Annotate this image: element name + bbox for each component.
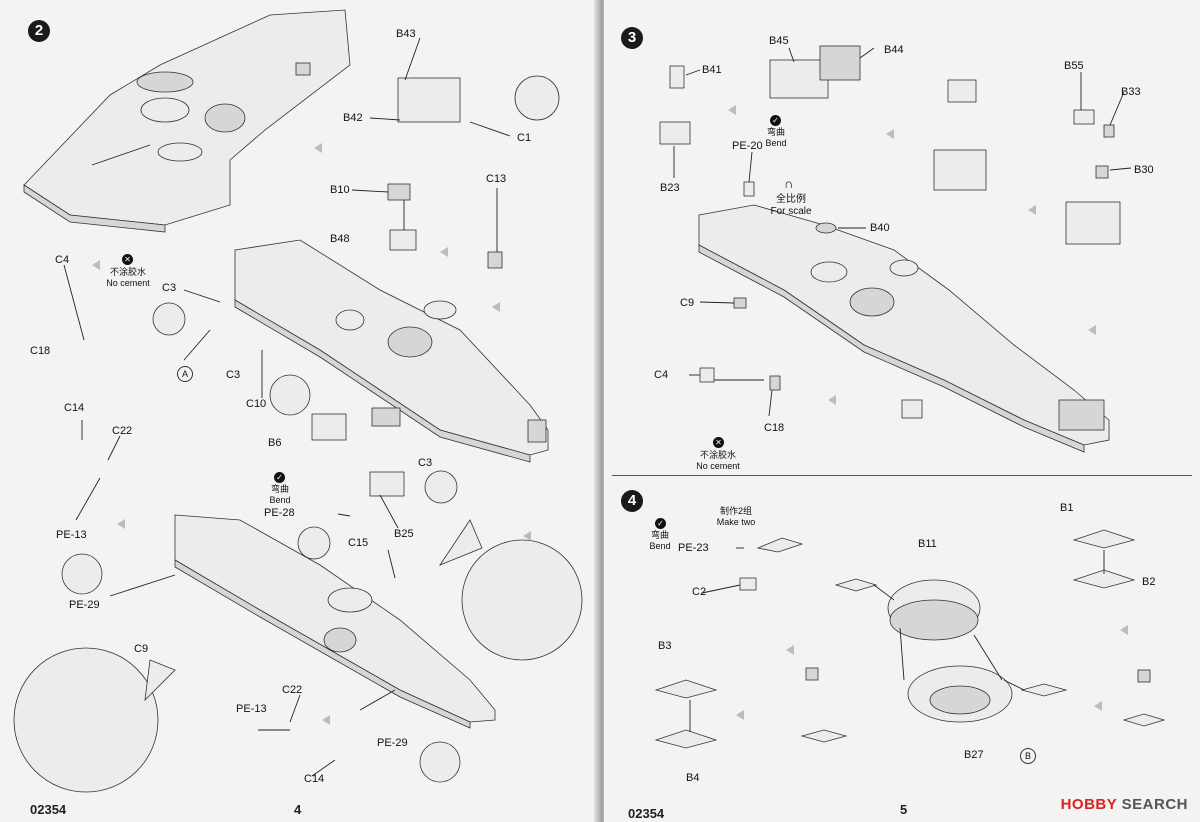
label-b6: B6 [268,437,282,449]
label-c14-2: C14 [304,773,325,785]
label-b42: B42 [343,112,363,124]
label-c2: C2 [692,586,707,598]
label-pe29-1: PE-29 [69,599,100,611]
label-pe20: PE-20 [732,140,763,152]
bend-note: 弯曲 Bend [262,484,298,506]
watermark-logo: HOBBY SEARCH [1061,796,1188,813]
label-pe23: PE-23 [678,542,709,554]
bend-en: Bend [765,138,787,148]
watermark-brand: HOBBY [1060,796,1117,813]
bend-cn: 弯曲 [766,127,785,137]
label-c13: C13 [486,173,507,185]
bend-en: Bend [269,495,291,505]
label-b1: B1 [1060,502,1074,514]
watermark-rest: SEARCH [1116,796,1188,813]
page-number: 4 [294,802,302,817]
label-b55: B55 [1064,60,1084,72]
label-pe13-2: PE-13 [236,703,267,715]
label-b3: B3 [658,640,672,652]
for-scale-en: For scale [770,206,812,217]
no-cement-icon: ✕ [713,437,724,448]
label-b40: B40 [870,222,890,234]
label-b33: B33 [1121,86,1141,98]
label-c4: C4 [55,254,70,266]
make-two-cn: 制作2组 [719,506,752,516]
no-cement-note: 不涂胶水 No cement [690,450,746,472]
label-b27: B27 [964,749,984,761]
label-c3-2: C3 [226,369,241,381]
bend-icon: ✓ [770,115,781,126]
label-c10: C10 [246,398,267,410]
label-c3-3: C3 [418,457,433,469]
for-scale-note: 全比例 For scale [760,194,822,218]
bend-note: 弯曲 Bend [760,127,792,149]
label-b41: B41 [702,64,722,76]
bend-icon-step4: ✓ [655,518,666,529]
bend-note-step4: 弯曲 Bend [644,530,676,552]
label-b48: B48 [330,233,350,245]
label-pe28: PE-28 [264,507,295,519]
for-scale-cn: 全比例 [776,194,806,205]
label-c1: C1 [517,132,532,144]
bend-cn-step4: 弯曲 [650,530,669,540]
bend-icon: ✓ [274,472,285,483]
label-c22-1: C22 [112,425,133,437]
step3-step4-drawing [654,45,1166,749]
no-cement-en: No cement [106,278,150,288]
step-number-4: 4 [621,490,643,512]
make-two-en: Make two [716,517,756,527]
label-c9: C9 [134,643,149,655]
label-c3-1: C3 [162,282,177,294]
bend-en-step4: Bend [649,541,671,551]
bend-cn: 弯曲 [270,484,289,494]
step-divider [612,475,1192,476]
step2-hull-drawing [13,9,583,793]
label-b11: B11 [918,538,937,550]
label-b44: B44 [884,44,904,56]
ref-b-marker: B [1020,748,1036,764]
no-cement-icon: ✕ [122,254,133,265]
label-b2: B2 [1142,576,1156,588]
label-c9: C9 [680,297,695,309]
label-c14-1: C14 [64,402,85,414]
label-c4: C4 [654,369,669,381]
ref-a-marker: A [177,366,193,382]
step-number: 2 [28,20,50,42]
page-left: 2 [0,0,598,822]
label-b23: B23 [660,182,680,194]
product-code: 02354 [30,802,67,817]
label-c15: C15 [348,537,369,549]
no-cement-cn: 不涂胶水 [109,267,146,277]
label-b43: B43 [396,28,416,40]
no-cement-note: 不涂胶水 No cement [100,267,156,289]
scale-glyph-icon: ∩ [784,176,794,191]
no-cement-en: No cement [696,461,740,471]
label-b25: B25 [394,528,414,540]
label-pe13-1: PE-13 [56,529,87,541]
label-b45: B45 [769,35,789,47]
product-code: 02354 [628,806,665,821]
page-number: 5 [900,802,908,817]
label-c18: C18 [764,422,785,434]
make-two-note: 制作2组 Make two [708,506,764,528]
no-cement-cn: 不涂胶水 [699,450,736,460]
label-b10: B10 [330,184,350,196]
page-right: 3 4 [604,0,1200,822]
step-number-3: 3 [621,27,643,49]
label-c22-2: C22 [282,684,303,696]
label-b30: B30 [1134,164,1154,176]
label-pe29-2: PE-29 [377,737,408,749]
label-c18: C18 [30,345,51,357]
label-b4: B4 [686,772,700,784]
